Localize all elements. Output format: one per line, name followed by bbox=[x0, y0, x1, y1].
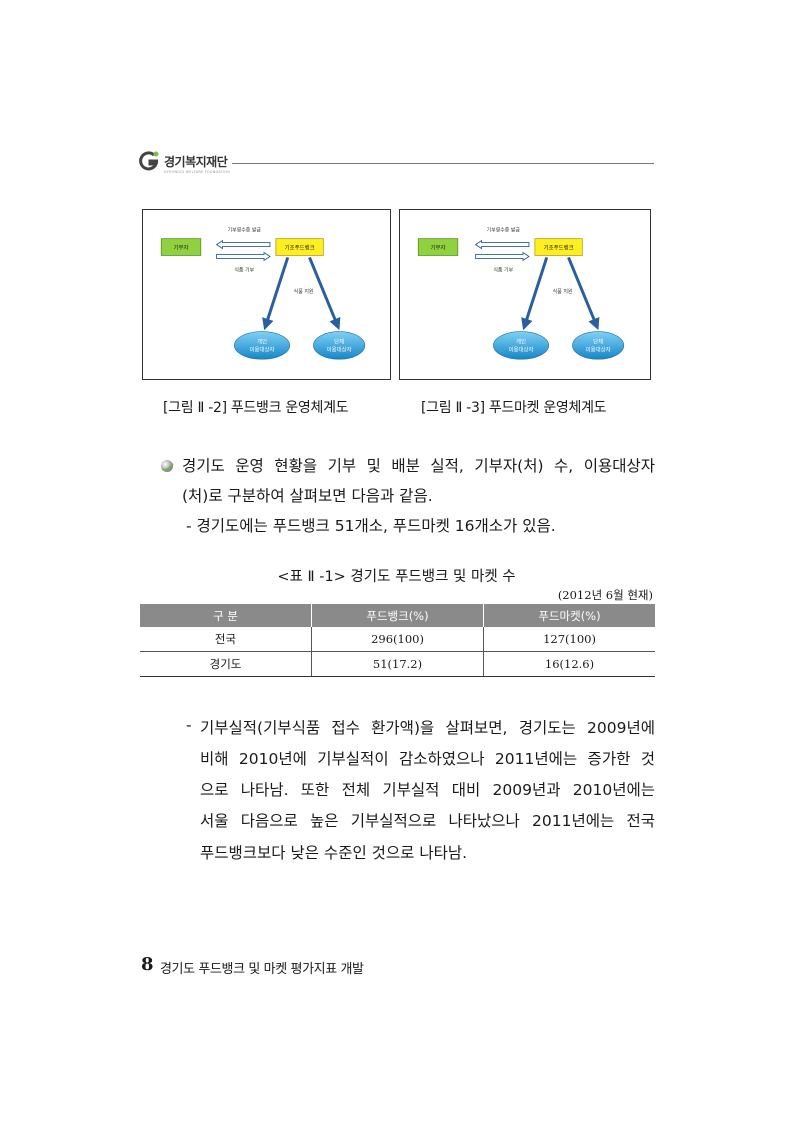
header-rule bbox=[232, 163, 654, 164]
node-donor-label: 기부자 bbox=[174, 244, 189, 252]
node-donor-box bbox=[417, 238, 459, 256]
header-org-name: 경기복지재단 bbox=[164, 155, 228, 169]
arrow-donation bbox=[216, 251, 271, 262]
table-row: 경기도 51(17.2) 16(12.6) bbox=[140, 651, 655, 677]
foundation-logo-icon bbox=[139, 151, 159, 171]
paragraph-line-5: 푸드뱅크보다 낮은 수준인 것으로 나타남. bbox=[200, 844, 468, 862]
node-group-ellipse bbox=[572, 331, 625, 360]
arrow-receipt bbox=[474, 239, 530, 250]
paragraph-line-3: 으로 나타남. 또한 전체 기부실적 대비 2009년과 2010년에는 bbox=[200, 781, 655, 799]
header-org-subtitle: GYEONGGI WELFARE FOUNDATION bbox=[164, 170, 230, 174]
label-donation: 식품 기부 bbox=[234, 266, 254, 273]
paragraph-line-2: 비해 2010년에 기부실적이 감소하였으나 2011년에는 증가한 것 bbox=[200, 750, 655, 768]
table-header-foodmarket: 푸드마켓(%) bbox=[483, 604, 655, 627]
node-donor-box bbox=[160, 238, 202, 256]
foodmarket-flow-diagram: 기부영수증 발급 기부자 기초푸드뱅크 식품 기부 식품 지원 개인 이용대상자… bbox=[417, 227, 625, 360]
node-hub-label: 기초푸드뱅크 bbox=[544, 244, 574, 252]
table-cell-region: 경기도 bbox=[140, 651, 312, 677]
table-cell-foodmarket: 127(100) bbox=[483, 627, 655, 652]
table-cell-region: 전국 bbox=[140, 627, 312, 652]
sub-item-dash: - bbox=[186, 716, 192, 734]
node-group-label-1: 단체 bbox=[593, 337, 603, 345]
node-donor-label: 기부자 bbox=[431, 244, 446, 252]
figure-foodbank-diagram: 기부영수증 발급 기부자 기초푸드뱅크 식품 기부 식품 지원 개인 이용대상자… bbox=[142, 209, 391, 380]
table-cell-foodmarket: 16(12.6) bbox=[483, 651, 655, 677]
bullet-text-line-2: (처)로 구분하여 살펴보면 다음과 같음. bbox=[182, 487, 433, 505]
node-hub-label: 기초푸드뱅크 bbox=[285, 244, 315, 252]
label-receipt: 기부영수증 발급 bbox=[487, 227, 521, 234]
sub-item-facility-count: - 경기도에는 푸드뱅크 51개소, 푸드마켓 16개소가 있음. bbox=[186, 517, 556, 535]
arrow-to-individual bbox=[262, 256, 290, 331]
node-individual-label-1: 개인 bbox=[516, 337, 526, 345]
node-hub-box bbox=[275, 238, 324, 256]
figure-foodmarket-diagram: 기부영수증 발급 기부자 기초푸드뱅크 식품 기부 식품 지원 개인 이용대상자… bbox=[399, 209, 651, 380]
table-header-category: 구 분 bbox=[140, 604, 312, 627]
paragraph-line-4: 서울 다음으로 높은 기부실적으로 나타났으나 2011년에는 전국 bbox=[200, 812, 655, 830]
arrow-to-group bbox=[567, 256, 600, 331]
label-receipt: 기부영수증 발급 bbox=[228, 227, 262, 234]
arrow-to-individual bbox=[521, 256, 549, 331]
node-individual-ellipse bbox=[493, 331, 550, 360]
arrow-receipt bbox=[215, 239, 271, 250]
table-header-foodbank: 푸드뱅크(%) bbox=[311, 604, 484, 627]
label-distribution: 식품 지원 bbox=[553, 288, 573, 295]
facility-count-table: 구 분 푸드뱅크(%) 푸드마켓(%) 전국 296(100) 127(100)… bbox=[140, 604, 655, 677]
figure-caption-foodbank: [그림 Ⅱ -2] 푸드뱅크 운영체계도 bbox=[163, 400, 349, 416]
table-title: <표 Ⅱ -1> 경기도 푸드뱅크 및 마켓 수 bbox=[277, 569, 516, 585]
label-distribution: 식품 지원 bbox=[294, 288, 314, 295]
table-header-row: 구 분 푸드뱅크(%) 푸드마켓(%) bbox=[140, 604, 655, 627]
node-group-label-2: 이용대상자 bbox=[327, 345, 352, 353]
node-group-ellipse bbox=[313, 331, 366, 360]
figure-caption-foodmarket: [그림 Ⅱ -3] 푸드마켓 운영체계도 bbox=[421, 400, 607, 416]
paragraph-line-1: 기부실적(기부식품 접수 환가액)을 살펴보면, 경기도는 2009년에 bbox=[200, 719, 655, 737]
label-donation: 식품 기부 bbox=[493, 266, 513, 273]
node-group-label-1: 단체 bbox=[334, 337, 344, 345]
node-individual-label-2: 이용대상자 bbox=[250, 345, 275, 353]
node-individual-label-2: 이용대상자 bbox=[509, 345, 534, 353]
arrow-donation bbox=[475, 251, 530, 262]
node-hub-box bbox=[534, 238, 583, 256]
page-number: 8 bbox=[141, 954, 154, 975]
node-individual-label-1: 개인 bbox=[257, 337, 267, 345]
table-date-note: (2012년 6월 현재) bbox=[557, 588, 653, 602]
arrow-to-group bbox=[308, 256, 341, 331]
bullet-text-line-1: 경기도 운영 현황을 기부 및 배분 실적, 기부자(처) 수, 이용대상자 bbox=[182, 457, 655, 475]
table-row: 전국 296(100) 127(100) bbox=[140, 627, 655, 652]
node-group-label-2: 이용대상자 bbox=[586, 345, 611, 353]
table-cell-foodbank: 51(17.2) bbox=[311, 651, 484, 677]
node-individual-ellipse bbox=[234, 331, 291, 360]
bullet-sphere-icon bbox=[161, 460, 174, 472]
foodbank-flow-diagram: 기부영수증 발급 기부자 기초푸드뱅크 식품 기부 식품 지원 개인 이용대상자… bbox=[160, 227, 366, 360]
footer-title: 경기도 푸드뱅크 및 마켓 평가지표 개발 bbox=[160, 962, 364, 977]
table-cell-foodbank: 296(100) bbox=[311, 627, 484, 652]
